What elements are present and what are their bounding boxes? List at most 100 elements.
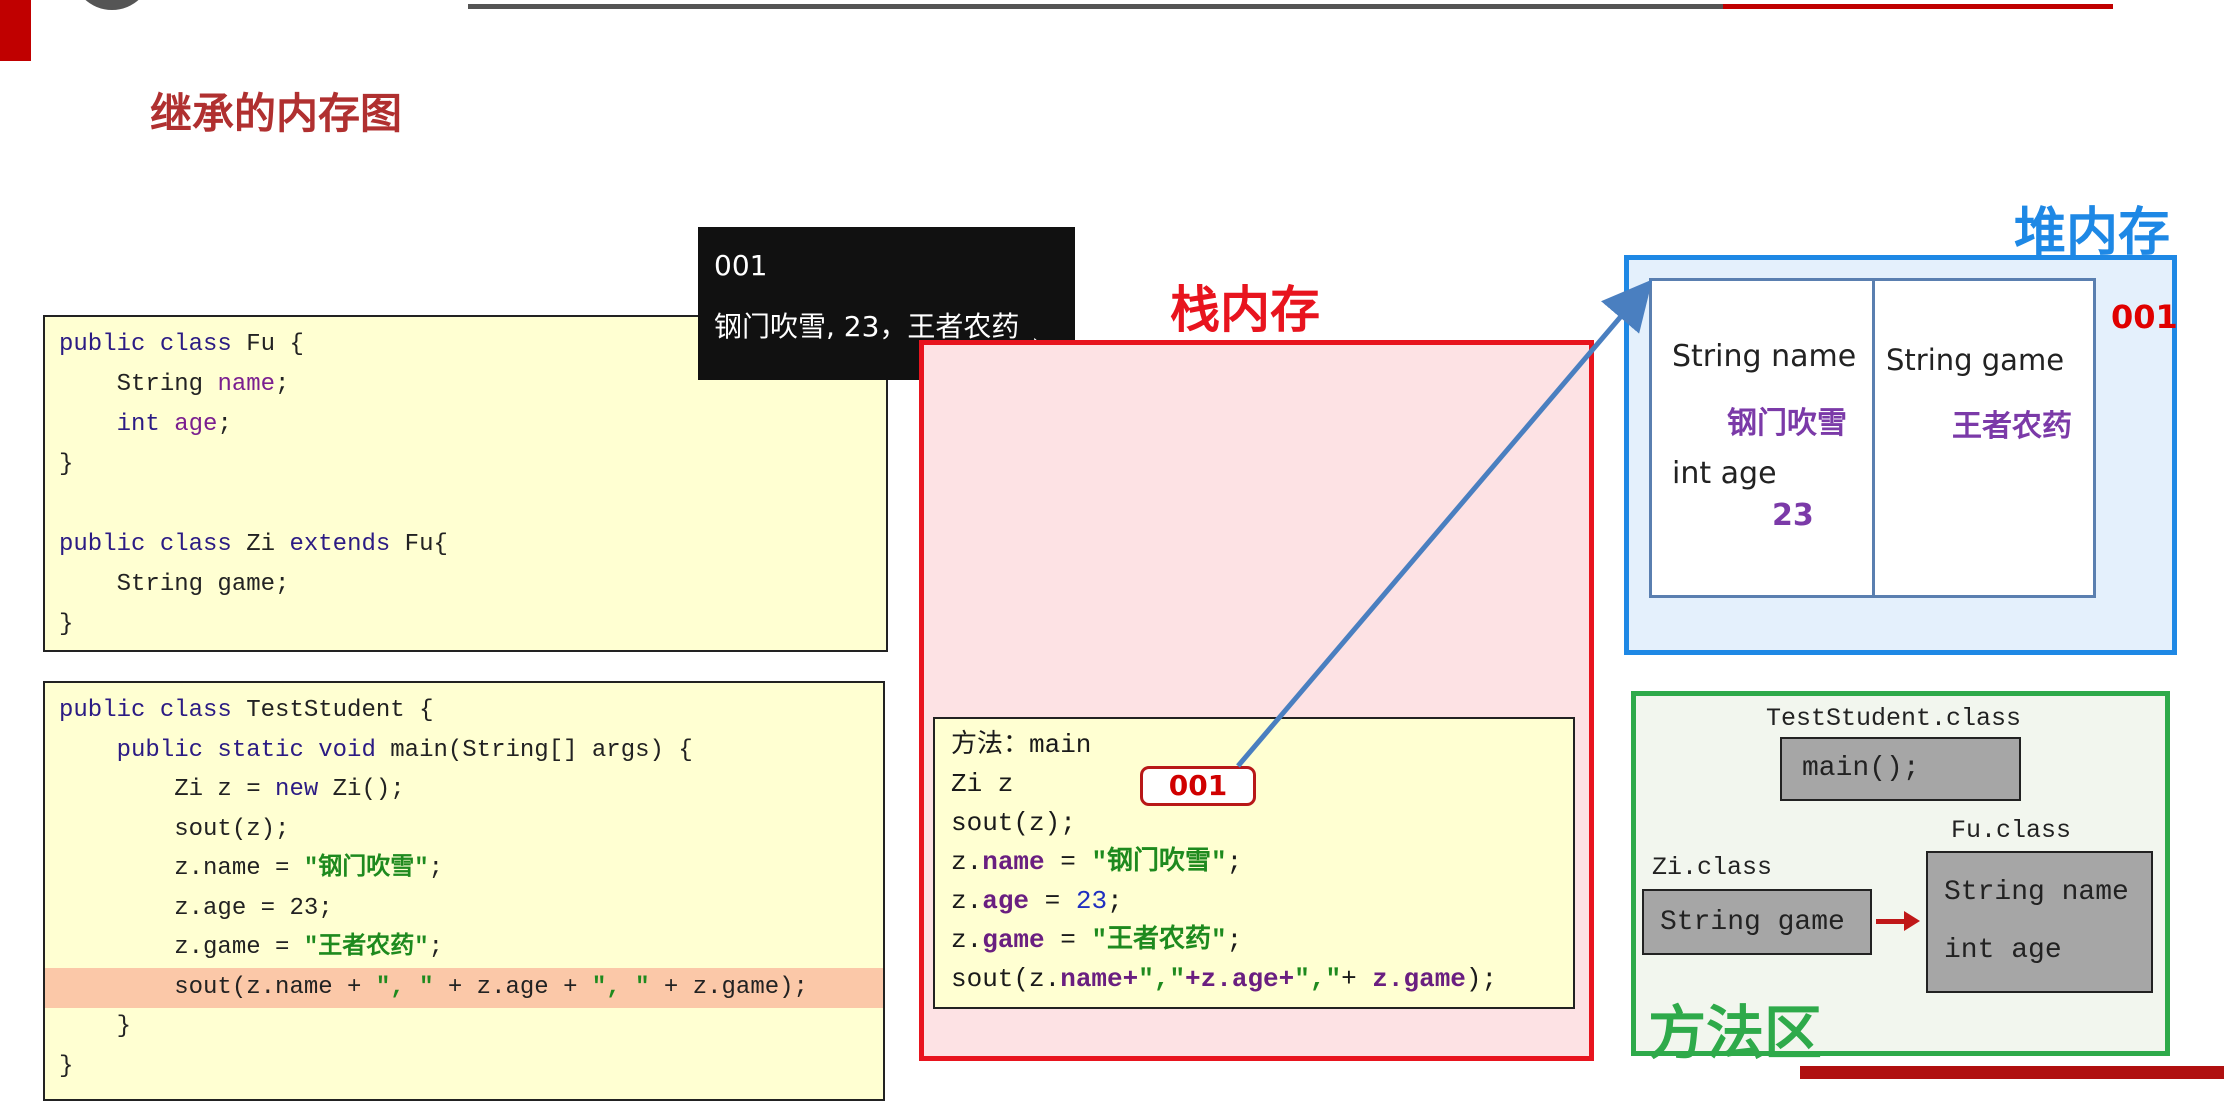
main-method-box: main(); (1780, 737, 2021, 801)
code-token: ; (1226, 847, 1243, 877)
code-token: public class (59, 531, 247, 558)
code-token: ; (217, 411, 232, 438)
code-token: "," (1138, 964, 1186, 994)
heap-address: 001 (2111, 298, 2178, 336)
code-token: public class (59, 331, 247, 358)
code-token: = (1044, 847, 1092, 877)
frame-line: z.game = "王者农药"; (951, 921, 1242, 960)
code-line: String name; (59, 365, 886, 405)
zi-class-box: String game (1642, 889, 1872, 955)
code-token: ; (1107, 886, 1123, 916)
code-token: public static void (59, 736, 391, 764)
code-line: } (59, 445, 886, 485)
code-token: z. (951, 925, 983, 955)
zi-object: String name 钢门吹雪 int age 23 String game … (1649, 278, 2096, 598)
code-line: } (59, 605, 886, 645)
code-token: sout(z); (951, 808, 1076, 838)
field-age-decl: int age (1672, 456, 1777, 491)
code-token: "王者农药" (303, 934, 429, 961)
code-token: 方法：main (951, 730, 1092, 760)
code-token: ); (1465, 964, 1498, 994)
code-token: Zi (246, 531, 290, 558)
code-token: } (59, 1052, 74, 1080)
code-line: public class TestStudent { (45, 691, 883, 731)
code-token: z. (951, 886, 983, 916)
fu-class-label: Fu.class (1951, 816, 2072, 845)
code-token: extends (289, 531, 405, 558)
code-line: sout(z.name + ", " + z.age + ", " + z.ga… (45, 967, 883, 1008)
code-token: ; (428, 934, 444, 961)
extends-arrow-icon (1876, 919, 1906, 924)
code-token: game (982, 925, 1045, 955)
code-token: age (982, 886, 1030, 916)
method-area: TestStudent.class main(); Fu.class Zi.cl… (1631, 691, 2170, 1067)
frame-line: z.name = "钢门吹雪"; (951, 843, 1242, 882)
code-token: z.game (1372, 964, 1466, 994)
main-method: main(); (1802, 753, 1920, 784)
code-token: "," (1294, 964, 1342, 994)
code-token: String (59, 371, 218, 398)
code-token: age (174, 411, 218, 438)
logo-circle (72, 0, 152, 10)
frame-line: sout(z.name+","+z.age+","+ z.game); (951, 960, 1497, 999)
code-token: } (59, 611, 74, 638)
code-token: sout(z); (59, 815, 290, 843)
fu-field-age: int age (1944, 935, 2062, 966)
page-title: 继承的内存图 (150, 89, 403, 138)
heap-memory: 001 String name 钢门吹雪 int age 23 String g… (1624, 255, 2178, 655)
code-token: Zi z (951, 769, 1014, 799)
code-token: } (59, 451, 74, 478)
code-token: name (982, 847, 1045, 877)
frame-line: Zi z (951, 765, 1013, 804)
code-token: main(String[] args) { (390, 736, 693, 764)
frame-line: 方法：main (951, 726, 1091, 765)
code-token: int (59, 411, 175, 438)
code-line: z.name = "钢门吹雪"; (45, 849, 883, 889)
field-age-value: 23 (1772, 498, 1814, 533)
tooltip-line-2: 钢门吹雪, 23，王者农药 (714, 310, 1020, 343)
code-line: } (45, 1007, 883, 1047)
code-line: int age; (59, 405, 886, 445)
header-rule (468, 4, 1723, 9)
object-divider (1872, 281, 1875, 595)
code-token: sout(z. (951, 964, 1061, 994)
zi-class-label: Zi.class (1652, 853, 1773, 882)
code-line: z.age = 23; (45, 889, 883, 929)
field-name-value: 钢门吹雪 (1727, 406, 1847, 441)
fu-class-box: String name int age (1926, 851, 2153, 993)
fu-field-name: String name (1944, 877, 2129, 908)
code-line: } (45, 1047, 883, 1087)
code-token: TestStudent { (246, 697, 434, 724)
heap-label: 堆内存 (2014, 203, 2171, 263)
field-game-decl: String game (1886, 343, 2065, 377)
code-token: +z.age+ (1185, 964, 1295, 994)
zi-field-game: String game (1660, 907, 1845, 938)
code-token: z. (951, 847, 983, 877)
code-token: } (59, 1013, 132, 1040)
tooltip-line-1: 001 (714, 249, 768, 282)
reference-arrow-line (1236, 279, 1653, 768)
header-rule-accent (1723, 4, 2113, 9)
code-token: "王者农药" (1091, 925, 1227, 955)
code-token: public class (59, 697, 247, 724)
code-token: z.name = (59, 855, 304, 882)
reference-badge: 001 (1140, 766, 1256, 806)
code-token: z.age = 23; (59, 894, 333, 922)
code-token: + z.game); (649, 973, 808, 1001)
code-line: sout(z); (45, 810, 883, 850)
code-token: ", " (375, 973, 434, 1001)
code-line: String game; (59, 565, 886, 605)
code-line: public class Fu { (59, 325, 886, 365)
extends-arrow-head (1904, 911, 1920, 931)
code-token: Zi(); (332, 776, 405, 803)
code-test-student: public class TestStudent { public static… (43, 681, 885, 1101)
code-line: public class Zi extends Fu{ (59, 525, 886, 565)
code-token: = (1044, 925, 1092, 955)
code-line: z.game = "王者农药"; (45, 928, 883, 968)
code-token: String game; (59, 571, 290, 598)
code-token: ", " (591, 973, 650, 1001)
code-token: name (217, 371, 276, 398)
